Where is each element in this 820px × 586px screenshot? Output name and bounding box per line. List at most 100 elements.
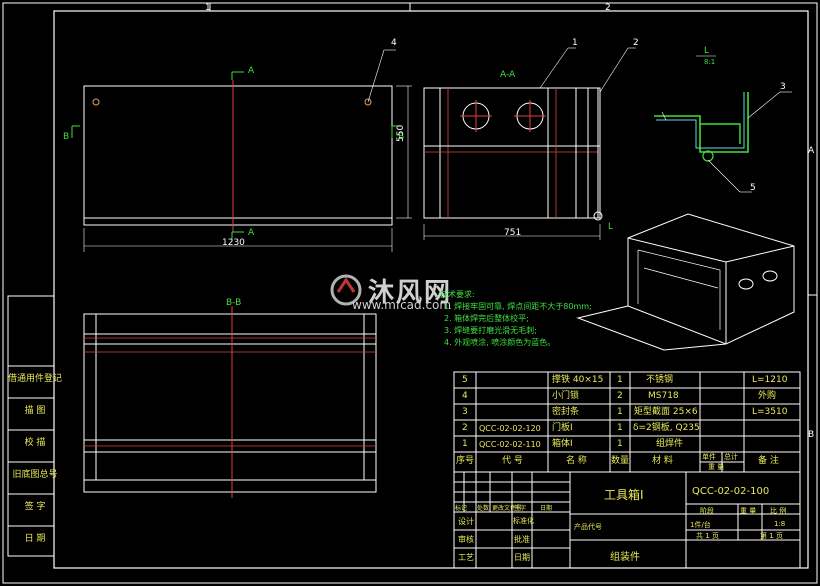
- bom-header-total: 总计: [724, 453, 738, 461]
- bom-row-1-material: 组焊件: [656, 439, 684, 449]
- bom-row-5-qty: 1: [617, 375, 623, 385]
- rev-header-doc: 更改文件号: [492, 505, 523, 512]
- section-marker-a-bottom: A: [248, 228, 255, 238]
- tech-note-2: 2. 箱体焊完后整体校平;: [444, 314, 529, 323]
- bom-row-5-material: 不锈钢: [646, 375, 674, 385]
- front-width-dimension: 1230: [222, 238, 245, 248]
- tech-notes-heading: 技术要求:: [440, 290, 475, 299]
- title-block-grid: [453, 471, 801, 569]
- bom-row-3-qty: 1: [617, 407, 623, 417]
- watermark-brand: 沐风网: [368, 278, 453, 308]
- tech-note-4: 4. 外观喷涂, 喷涂颜色为蓝色。: [444, 338, 556, 347]
- sign-row-standard: 标准化: [513, 517, 534, 525]
- callout-4: 4: [391, 38, 397, 48]
- section-aa-title: A-A: [500, 70, 516, 80]
- front-height-dimension: 550: [396, 124, 406, 142]
- sheets-total: 共 1 页: [696, 532, 719, 540]
- quantity-value: 1件/台: [690, 521, 711, 529]
- section-marker-b-left: B: [63, 132, 70, 142]
- callout-2: 2: [633, 38, 639, 48]
- bom-row-4-name: 小门锁: [552, 391, 580, 401]
- section-bb-title: B-B: [226, 298, 242, 308]
- bom-row-1-code: QCC-02-02-110: [479, 440, 541, 449]
- product-code-label: 产品代号: [574, 523, 602, 531]
- bom-header-name: 名 称: [566, 456, 587, 466]
- bom-row-4-no: 4: [462, 391, 468, 401]
- bom-row-2-qty: 1: [617, 423, 623, 433]
- sign-row-process: 工艺: [458, 553, 474, 562]
- bom-row-5-no: 5: [462, 375, 468, 385]
- bom-row-3-remark: L=3510: [752, 407, 788, 417]
- rev-header-date: 日期: [540, 505, 553, 512]
- drawing-code: QCC-02-02-100: [692, 486, 770, 497]
- bom-row-3-name: 密封条: [552, 407, 580, 417]
- bom-row-1-no: 1: [462, 439, 468, 449]
- sidebar-general-parts: 借通用件登记: [8, 374, 63, 384]
- part-name: 工具箱Ⅰ: [604, 488, 644, 502]
- sidebar-check: 校 描: [24, 438, 46, 448]
- detail-l-scale: 8:1: [704, 58, 716, 66]
- drawing-type: 组装件: [610, 552, 640, 563]
- rev-header-mark: 标记: [455, 505, 468, 512]
- isometric-view: [576, 213, 795, 351]
- section-aa-width-dimension: 751: [504, 228, 522, 238]
- bom-row-2-no: 2: [462, 423, 468, 433]
- bom-header-weight: 重 量: [708, 463, 725, 471]
- bom-row-3-no: 3: [462, 407, 468, 417]
- detail-l-title: L: [704, 46, 710, 56]
- zone-label-top-1: 1: [205, 3, 211, 13]
- callout-5: 5: [750, 183, 756, 193]
- sign-row-approve: 批准: [514, 535, 530, 544]
- stage-header: 阶段: [700, 507, 714, 515]
- bom-row-5-name: 撑铁 40×15: [552, 375, 604, 385]
- zone-label-right-a: A: [808, 146, 815, 156]
- section-bb-view: [83, 306, 377, 498]
- bom-row-2-material: δ=2钢板, Q235: [633, 423, 700, 433]
- bom-row-2-name: 门板Ⅰ: [552, 423, 573, 433]
- tech-note-3: 3. 焊缝要打磨光滑无毛刺;: [444, 326, 537, 335]
- detail-l-view: [654, 55, 792, 193]
- front-view: [71, 49, 412, 252]
- rev-header-count: 处数: [477, 505, 490, 512]
- zone-label-top-2: 2: [605, 3, 611, 13]
- scale-header: 比 例: [770, 507, 787, 515]
- bom-header-remark: 备 注: [758, 456, 779, 466]
- sign-row-date: 日期: [514, 553, 530, 562]
- bom-header-code: 代 号: [502, 456, 523, 466]
- tech-note-1: 1. 焊接牢固可靠, 焊点间距不大于80mm;: [444, 302, 592, 311]
- bom-row-1-name: 箱体Ⅰ: [552, 439, 573, 449]
- sign-row-review: 审核: [458, 535, 474, 544]
- detail-marker-l: L: [608, 222, 614, 232]
- bom-grid: [453, 371, 801, 473]
- callout-1: 1: [572, 38, 578, 48]
- bom-row-4-material: MS718: [648, 391, 679, 401]
- watermark-url: www.mfcad.com: [352, 298, 452, 312]
- section-marker-b-right: B: [398, 132, 405, 142]
- bom-header-qty: 数量: [611, 456, 630, 466]
- scale-value: 1:8: [774, 520, 786, 528]
- zone-label-right-b: B: [808, 430, 815, 440]
- bom-row-5-remark: L=1210: [752, 375, 788, 385]
- section-aa-view: [423, 47, 636, 240]
- bom-row-2-code: QCC-02-02-120: [479, 424, 541, 433]
- sidebar-date: 日 期: [24, 534, 46, 544]
- weight-header: 重 量: [740, 507, 757, 515]
- sign-row-design: 设计: [458, 517, 474, 526]
- sidebar-signature: 签 字: [24, 502, 46, 512]
- bom-header-no: 序号: [456, 456, 475, 466]
- bom-header-material: 材 料: [652, 456, 673, 466]
- sheet-number: 第 1 页: [760, 532, 783, 540]
- inner-frame: [53, 10, 809, 569]
- section-marker-a-top: A: [248, 66, 255, 76]
- sidebar-tracing: 描 图: [24, 406, 46, 416]
- callout-3: 3: [780, 82, 786, 92]
- bom-row-3-material: 矩型截面 25×6: [634, 407, 698, 417]
- watermark-logo: [330, 274, 362, 306]
- sidebar-old-drawing-no: 旧底图总号: [12, 470, 58, 480]
- bom-row-4-qty: 2: [617, 391, 623, 401]
- rev-header-sign: 签字: [514, 505, 527, 512]
- bom-row-4-remark: 外购: [758, 391, 777, 401]
- bom-row-1-qty: 1: [617, 439, 623, 449]
